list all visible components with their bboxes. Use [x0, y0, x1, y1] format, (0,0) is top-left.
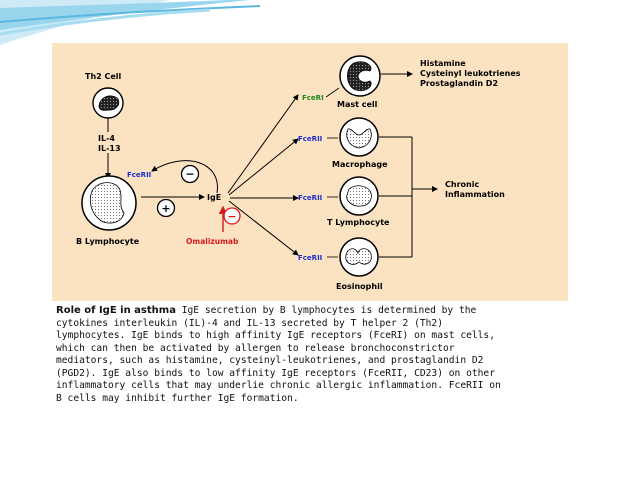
ige-to-mast-arrow: [227, 94, 299, 194]
red-minus-sign: −: [227, 210, 236, 223]
eosinophil-cell: [339, 237, 379, 277]
minus-sign: −: [185, 168, 194, 181]
caption-line-8: B cells may inhibit further IgE formatio…: [56, 392, 299, 404]
b-lymphocyte-label: B Lymphocyte: [76, 237, 140, 246]
figure-caption: Role of IgE in asthma IgE secretion by B…: [56, 305, 566, 405]
chronic-label-1: Chronic: [445, 180, 479, 189]
mediator-2: Cysteinyl leukotrienes: [420, 69, 521, 78]
caption-line-4: which can then be activated by allergen …: [56, 342, 455, 354]
th2-cell: [92, 87, 124, 119]
t-lymphocyte-cell: [339, 176, 379, 216]
th2-cell-label: Th2 Cell: [85, 72, 122, 81]
figure: Th2 Cell IL-4 IL-13 FceRII B Lymphocyte …: [52, 43, 568, 406]
ige-to-eos-arrow: [228, 200, 299, 256]
feedback-arrow: [151, 160, 218, 194]
mediator-1: Histamine: [420, 59, 466, 68]
mast-connector: [325, 87, 340, 98]
plus-badge: +: [156, 198, 176, 218]
caption-line-7: inflammatory cells that may underlie chr…: [56, 380, 501, 391]
caption-line-2: cytokines interleukin (IL)-4 and IL-13 s…: [56, 317, 443, 329]
caption-line-1: Role of IgE in asthma IgE secretion by B…: [56, 305, 566, 318]
il13-label: IL-13: [98, 144, 121, 153]
macrophage-cell: [339, 117, 379, 157]
fceri-mast-label: FceRI: [302, 94, 324, 102]
t-lymphocyte-label: T Lymphocyte: [327, 218, 390, 227]
omalizumab-label: Omalizumab: [186, 237, 239, 246]
fceri-t-label: FceRII: [298, 194, 322, 202]
macrophage-label: Macrophage: [332, 160, 388, 169]
fceri-macro-label: FceRII: [298, 135, 322, 143]
il4-label: IL-4: [98, 134, 115, 143]
mediator-3: Prostaglandin D2: [420, 79, 498, 88]
fceri-eos-label: FceRII: [298, 254, 322, 262]
red-minus-badge: −: [223, 207, 241, 225]
chronic-label-2: Inflammation: [445, 190, 505, 199]
ige-to-macrophage-arrow: [228, 138, 299, 196]
mast-cell-label: Mast cell: [337, 100, 378, 109]
fceri-b-label: FceRII: [127, 171, 151, 179]
plus-sign: +: [161, 202, 170, 215]
ige-label: IgE: [207, 193, 221, 202]
caption-line-5: mediators, such as histamine, cysteinyl-…: [56, 355, 484, 366]
caption-line-6: (PGD2). IgE also binds to low affinity I…: [56, 367, 495, 379]
mast-cell: [339, 55, 381, 97]
caption-line-3: lymphocytes. IgE binds to high affinity …: [56, 330, 495, 341]
diagram-panel: Th2 Cell IL-4 IL-13 FceRII B Lymphocyte …: [52, 43, 568, 301]
b-lymphocyte-cell: [81, 175, 137, 231]
chronic-bracket: [379, 136, 413, 258]
caption-text-1: IgE secretion by B lymphocytes is determ…: [175, 305, 477, 316]
caption-title: Role of IgE in asthma: [56, 305, 176, 316]
minus-badge: −: [180, 164, 200, 184]
eosinophil-label: Eosinophil: [336, 282, 383, 291]
